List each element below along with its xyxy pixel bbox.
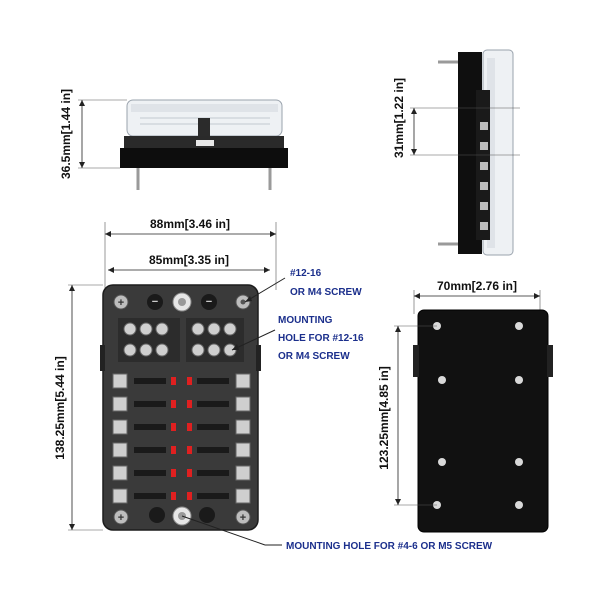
back-plate-view — [413, 309, 553, 533]
width-outer-dimension: 88mm[3.46 in] — [104, 217, 277, 290]
side-height-dimension: 31mm[1.22 in] — [392, 78, 520, 158]
negative-post-symbol-2: − — [206, 296, 212, 308]
fuse-block-front: + − − — [100, 284, 261, 531]
fuse-row — [112, 373, 251, 389]
front-height-label: 138.25mm[5.44 in] — [53, 356, 67, 459]
fuse-row — [112, 488, 251, 504]
top-left-screw-symbol: + — [118, 297, 124, 309]
bottom-left-screw-symbol: + — [118, 512, 124, 524]
bottom-right-screw-symbol: + — [240, 512, 246, 524]
back-height-dimension: 123.25mm[4.85 in] — [377, 325, 437, 506]
side-height-label: 31mm[1.22 in] — [392, 78, 406, 158]
side-terminals — [480, 122, 488, 230]
mounting-hole-callout: MOUNTING HOLE FOR #12-16 OR M4 SCREW — [231, 315, 364, 362]
width-inner-dimension: 85mm[3.35 in] — [108, 253, 270, 273]
top-height-label: 36.5mm[1.44 in] — [59, 89, 73, 179]
fuse-row — [112, 465, 251, 481]
bottom-mount-callout: MOUNTING HOLE FOR #4-6 OR M5 SCREW — [181, 515, 493, 552]
screw-callout-line2: OR M4 SCREW — [290, 287, 362, 298]
front-height-dimension: 138.25mm[5.44 in] — [53, 284, 103, 531]
back-width-label: 70mm[2.76 in] — [437, 279, 517, 293]
negative-bus-right — [186, 318, 244, 362]
screw-callout: #12-16 OR M4 SCREW — [244, 268, 362, 303]
back-height-label: 123.25mm[4.85 in] — [377, 366, 391, 469]
fuse-row — [112, 419, 251, 435]
negative-bus-left — [118, 318, 180, 362]
side-profile-view — [438, 49, 514, 256]
front-profile-view — [120, 99, 288, 190]
screw-callout-line1: #12-16 — [290, 268, 322, 279]
mount-callout-line2: HOLE FOR #12-16 — [278, 333, 364, 344]
bottom-mount-label: MOUNTING HOLE FOR #4-6 OR M5 SCREW — [286, 541, 493, 552]
fuse-rows — [112, 373, 251, 504]
width-inner-label: 85mm[3.35 in] — [149, 253, 229, 267]
top-height-dimension: 36.5mm[1.44 in] — [59, 89, 127, 179]
fuse-row — [112, 396, 251, 412]
width-outer-label: 88mm[3.46 in] — [150, 217, 230, 231]
fuse-row — [112, 442, 251, 458]
mount-callout-line1: MOUNTING — [278, 315, 333, 326]
back-width-dimension: 70mm[2.76 in] — [413, 279, 541, 314]
negative-post-symbol-1: − — [152, 296, 158, 308]
mount-callout-line3: OR M4 SCREW — [278, 351, 350, 362]
